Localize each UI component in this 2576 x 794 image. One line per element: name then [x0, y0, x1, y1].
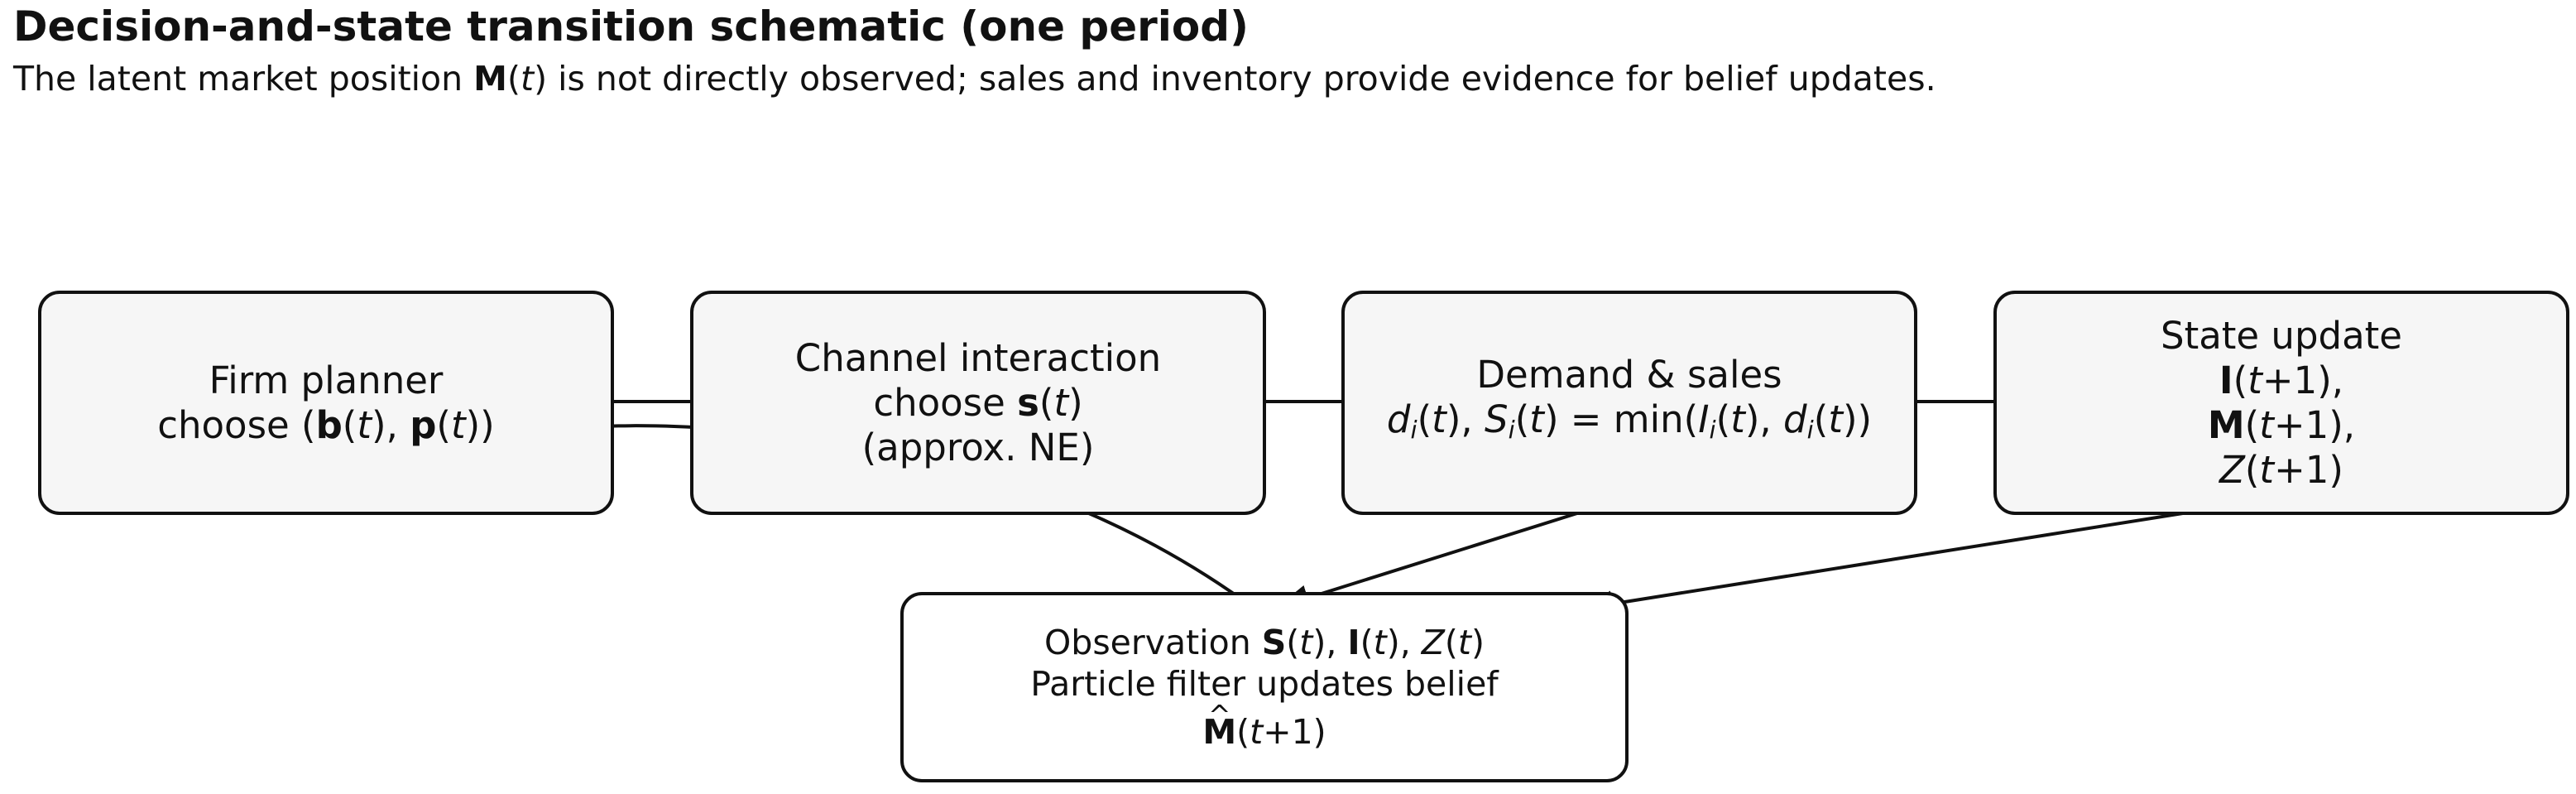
observation-filter-text: Particle filter updates belief — [1030, 664, 1499, 704]
firm-planner-decision: choose (b(t), p(t)) — [157, 402, 495, 447]
demand-sales-heading: Demand & sales — [1476, 353, 1782, 397]
edge-demand-to-observation — [1276, 498, 1623, 611]
firm-planner-node: Firm planner choose (b(t), p(t)) — [38, 291, 614, 515]
state-update-heading: State update — [2161, 313, 2402, 358]
state-update-z: Z(t+1) — [2219, 447, 2343, 492]
diagram-subtitle: The latent market position M(t) is not d… — [13, 59, 1936, 99]
observation-belief: M(t+1) — [1202, 695, 1326, 753]
state-update-node: State update I(t+1), M(t+1), Z(t+1) — [1993, 291, 2569, 515]
state-update-market-position: M(t+1), — [2207, 402, 2356, 447]
observation-signals: Observation S(t), I(t), Z(t) — [1044, 623, 1485, 662]
channel-interaction-decision: choose s(t) — [873, 380, 1083, 425]
channel-interaction-heading: Channel interaction — [794, 335, 1162, 380]
diagram-title: Decision-and-state transition schematic … — [13, 2, 1249, 51]
channel-interaction-note: (approx. NE) — [861, 425, 1095, 469]
edge-state-to-observation — [1580, 498, 2272, 618]
demand-sales-equation: di(t), Si(t) = min(Ii(t), di(t)) — [1386, 397, 1873, 445]
demand-sales-node: Demand & sales di(t), Si(t) = min(Ii(t),… — [1341, 291, 1917, 515]
firm-planner-heading: Firm planner — [209, 358, 444, 402]
channel-interaction-node: Channel interaction choose s(t) (approx.… — [690, 291, 1266, 515]
observation-node: Observation S(t), I(t), Z(t) Particle fi… — [900, 592, 1629, 782]
state-update-inventory: I(t+1), — [2219, 358, 2344, 402]
